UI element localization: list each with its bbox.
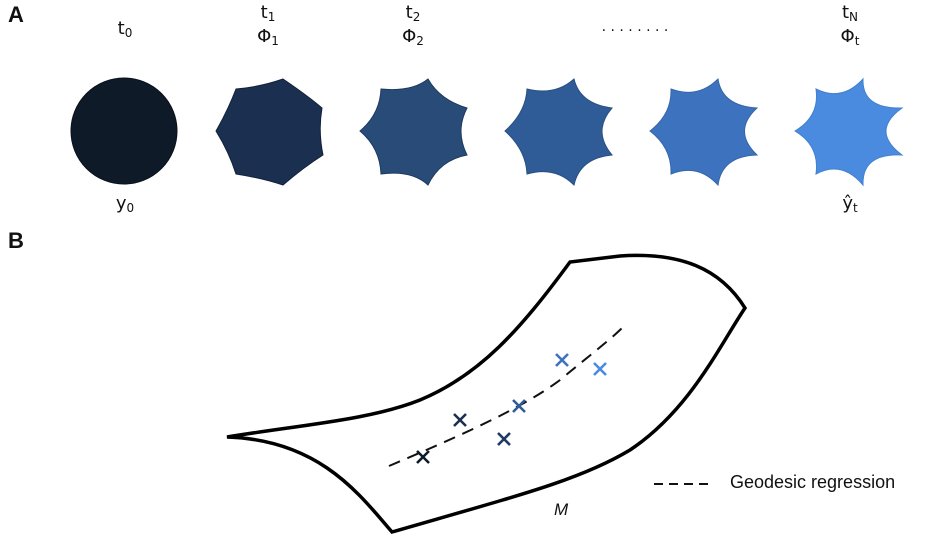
- shape-heptagon-t1: [215, 78, 324, 186]
- label-ellipsis: . . . . . . . .: [601, 19, 669, 35]
- panel-b-label: B: [8, 228, 24, 253]
- data-point-3: [512, 399, 526, 413]
- label-t1: t1: [260, 2, 276, 24]
- shape-star-t2: [359, 78, 468, 186]
- label-t2: t2: [405, 2, 421, 24]
- label-y0: y0: [115, 193, 135, 215]
- data-point-4: [555, 353, 569, 367]
- data-point-2: [497, 432, 511, 446]
- shape-star-3: [504, 78, 613, 186]
- data-point-5: [593, 362, 607, 376]
- shape-star-tN: [794, 77, 904, 187]
- label-phi2: Φ2: [402, 26, 424, 48]
- geodesic-regression-curve: [388, 327, 623, 467]
- manifold-label: M: [554, 500, 569, 519]
- label-yhat-t: ŷt: [842, 193, 858, 215]
- shape-circle-t0: [70, 77, 178, 185]
- manifold-surface: [226, 253, 748, 534]
- panel-a-label: A: [8, 2, 24, 27]
- label-tN: tN: [841, 2, 859, 24]
- legend-label: Geodesic regression: [730, 472, 896, 492]
- shape-star-4: [649, 77, 759, 187]
- label-phi1: Φ1: [257, 26, 279, 48]
- data-point-0: [416, 450, 430, 464]
- label-t0: t0: [117, 18, 133, 40]
- label-phit: Φt: [840, 26, 860, 48]
- data-point-1: [453, 413, 467, 427]
